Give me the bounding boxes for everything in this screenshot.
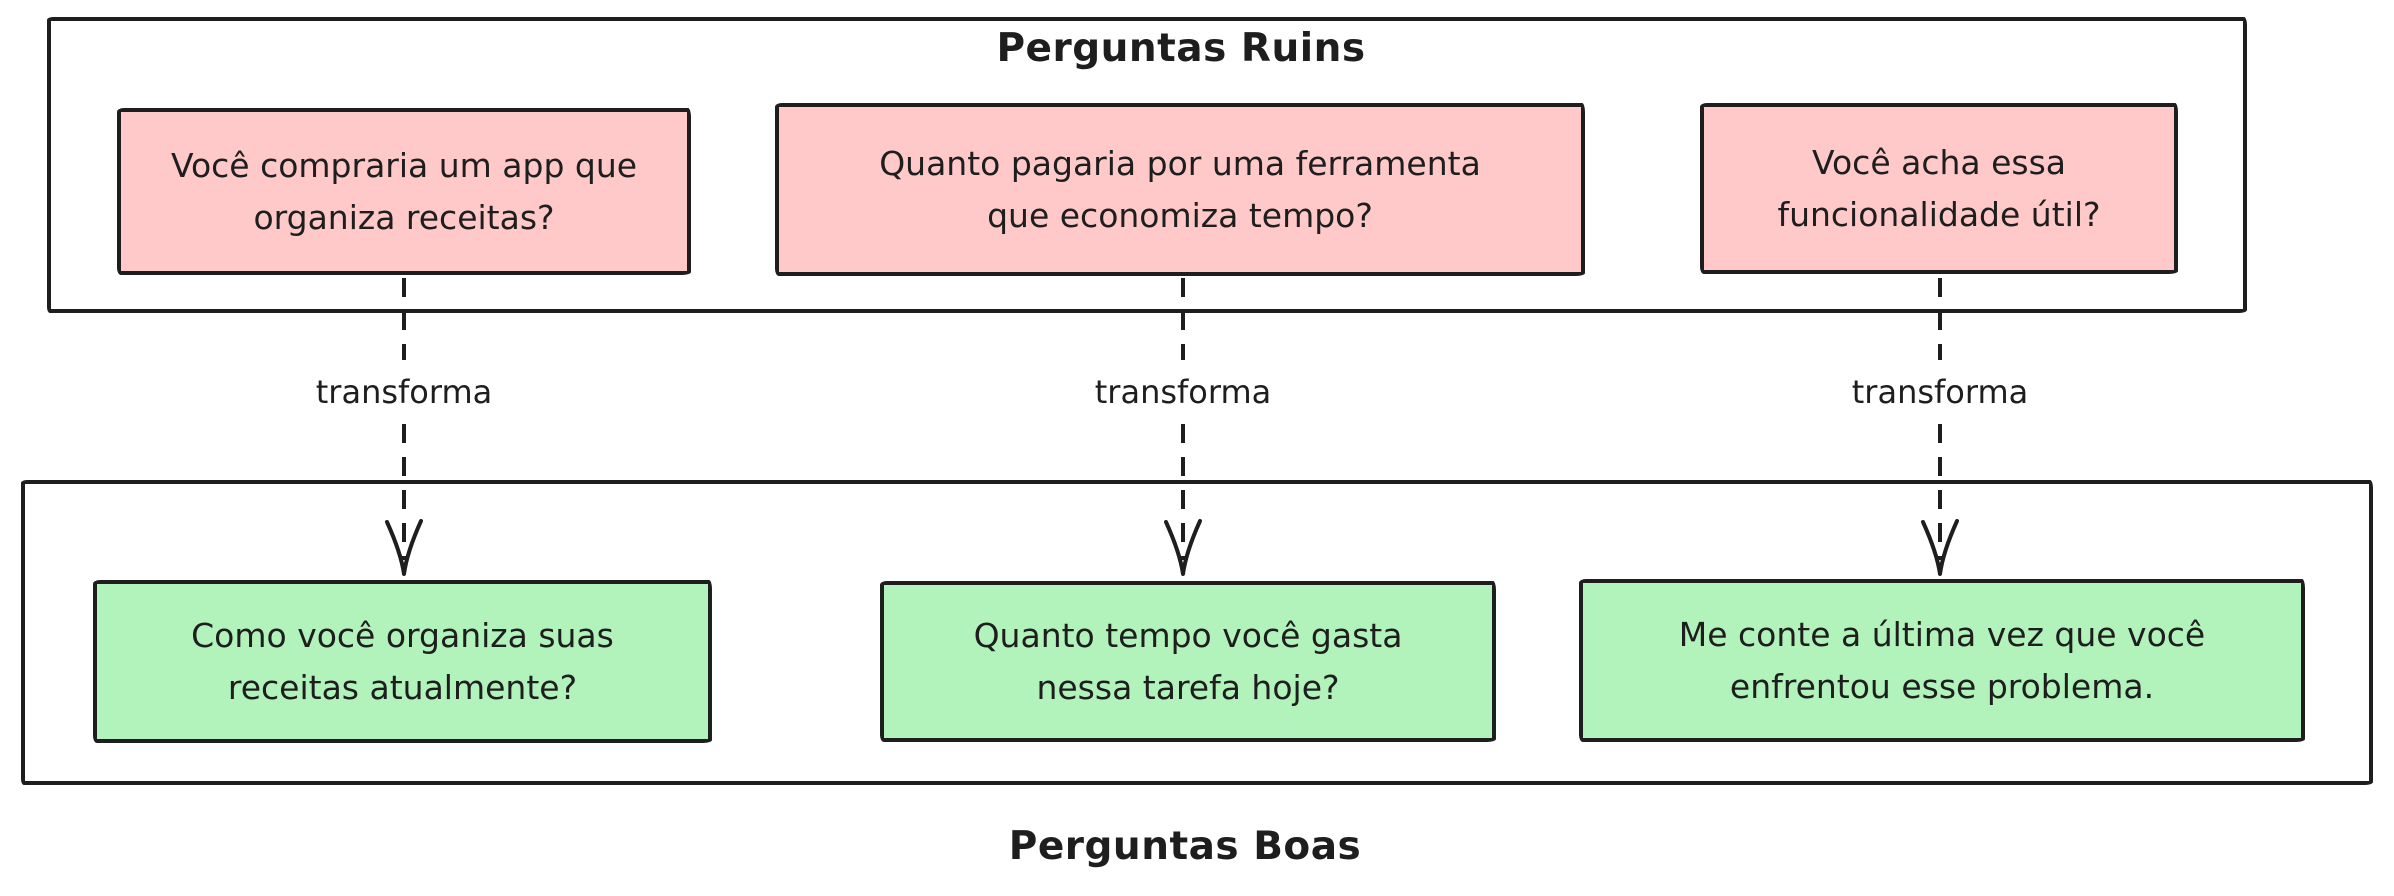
bad-question-card-1: Você compraria um app que organiza recei…	[117, 108, 691, 275]
arrow-label: transforma	[1851, 373, 2029, 411]
good-question-card-1: Como você organiza suas receitas atualme…	[93, 580, 712, 743]
transform-arrow-1: transforma	[316, 272, 492, 584]
dashed-down-arrow-icon	[1164, 278, 1202, 576]
transform-arrow-3: transforma	[1852, 272, 2028, 584]
bad-questions-frame	[47, 17, 2247, 313]
dashed-down-arrow-icon	[1921, 278, 1959, 576]
bad-question-card-2: Quanto pagaria por uma ferramenta que ec…	[775, 103, 1585, 276]
good-questions-title: Perguntas Boas	[1008, 824, 1362, 869]
card-text: Quanto tempo você gasta nessa tarefa hoj…	[973, 616, 1403, 707]
card-text: Você compraria um app que organiza recei…	[170, 146, 638, 237]
good-question-card-2: Quanto tempo você gasta nessa tarefa hoj…	[880, 581, 1496, 742]
dashed-down-arrow-icon	[385, 278, 423, 576]
card-text: Você acha essa funcionalidade útil?	[1777, 143, 2101, 234]
arrow-label: transforma	[1094, 373, 1272, 411]
good-questions-frame	[21, 480, 2373, 785]
good-question-card-3: Me conte a última vez que você enfrentou…	[1579, 579, 2305, 742]
arrow-label: transforma	[315, 373, 493, 411]
card-text: Como você organiza suas receitas atualme…	[191, 616, 614, 707]
card-text: Me conte a última vez que você enfrentou…	[1678, 615, 2206, 706]
transform-arrow-2: transforma	[1095, 272, 1271, 584]
bad-questions-title: Perguntas Ruins	[996, 26, 1366, 71]
card-text: Quanto pagaria por uma ferramenta que ec…	[879, 144, 1481, 235]
bad-question-card-3: Você acha essa funcionalidade útil?	[1700, 103, 2178, 274]
